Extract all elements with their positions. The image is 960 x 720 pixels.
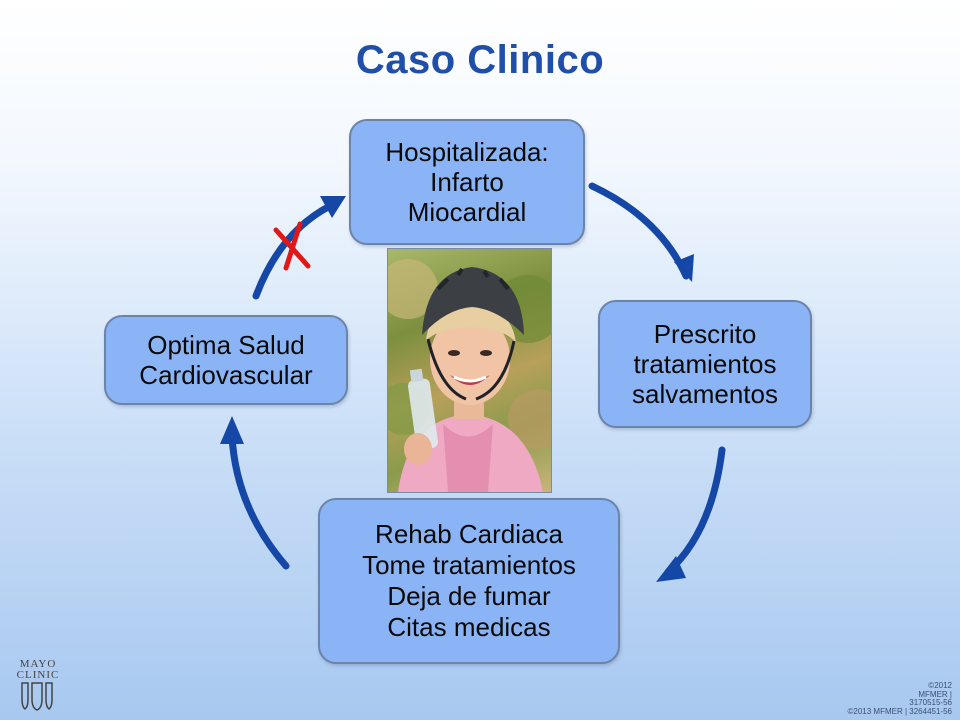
red-x-icon [273,221,311,271]
arrowhead-right-to-bottom [656,556,686,582]
mayo-clinic-shield-icon [21,682,53,711]
node-rehab: Rehab Cardiaca Tome tratamientos Deja de… [318,498,620,664]
copyright-line-3: 3170515-56 [909,698,952,707]
node-hospitalized-label: Hospitalizada: Infarto Miocardial [385,137,549,227]
copyright-notice: ©2012 MFMER | 3170515-56 ©2013 MFMER | 3… [847,681,952,716]
slide-title: Caso Clinico [355,38,605,82]
node-optimal-health-label: Optima Salud Cardiovascular [139,330,313,390]
node-prescribed: Prescrito tratamientos salvamentos [598,300,812,428]
mayo-clinic-logo: MAYO CLINIC [12,659,64,715]
arrowhead-left-to-top [320,196,346,218]
copyright-line-1: ©2012 [928,681,952,690]
node-prescribed-label: Prescrito tratamientos salvamentos [632,319,778,409]
arrowhead-top-to-right [674,254,694,282]
arrowhead-bottom-to-left [220,416,244,444]
logo-line-1: MAYO [19,658,57,670]
arrow-left-to-top [252,202,334,300]
node-hospitalized: Hospitalizada: Infarto Miocardial [349,119,585,245]
logo-line-2: CLINIC [16,669,60,681]
copyright-line-4: ©2013 MFMER | 3264451-56 [847,706,952,716]
patient-illustration [388,259,551,492]
arrow-bottom-to-left [228,432,290,570]
copyright-line-2: MFMER | [918,689,952,699]
patient-photo [387,248,552,493]
arrow-top-to-right [588,182,690,280]
node-optimal-health: Optima Salud Cardiovascular [104,315,348,405]
node-rehab-label: Rehab Cardiaca Tome tratamientos Deja de… [362,519,576,642]
arrow-right-to-bottom [664,446,726,576]
